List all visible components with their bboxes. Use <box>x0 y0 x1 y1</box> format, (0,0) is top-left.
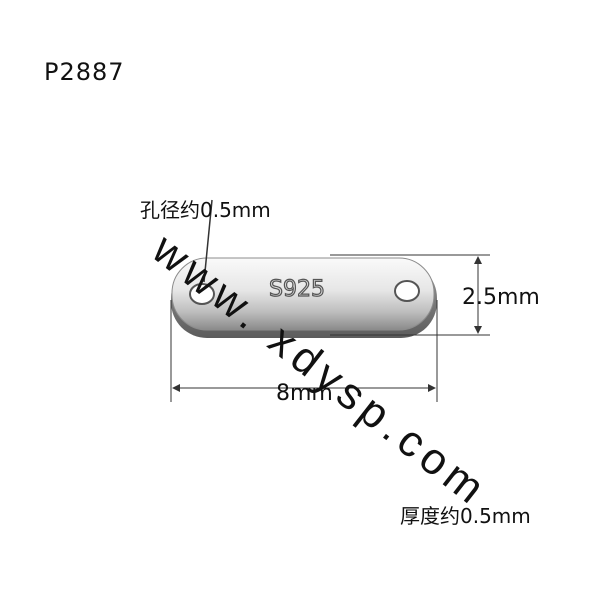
plate-face <box>171 257 435 331</box>
height-label: 2.5mm <box>462 285 540 310</box>
stamp-text: S925 <box>269 277 325 302</box>
right-hole <box>394 280 420 302</box>
product-code: P2887 <box>44 58 125 86</box>
left-hole <box>189 283 215 305</box>
thickness-label: 厚度约0.5mm <box>400 504 531 528</box>
width-arrow-left <box>172 384 180 392</box>
hole-leader-line <box>203 199 213 283</box>
width-arrow-right <box>428 384 436 392</box>
height-arrow-down <box>474 326 482 334</box>
height-arrow-up <box>474 256 482 264</box>
length-label: 8mm <box>276 381 333 406</box>
hole-diameter-label: 孔径约0.5mm <box>140 198 271 222</box>
